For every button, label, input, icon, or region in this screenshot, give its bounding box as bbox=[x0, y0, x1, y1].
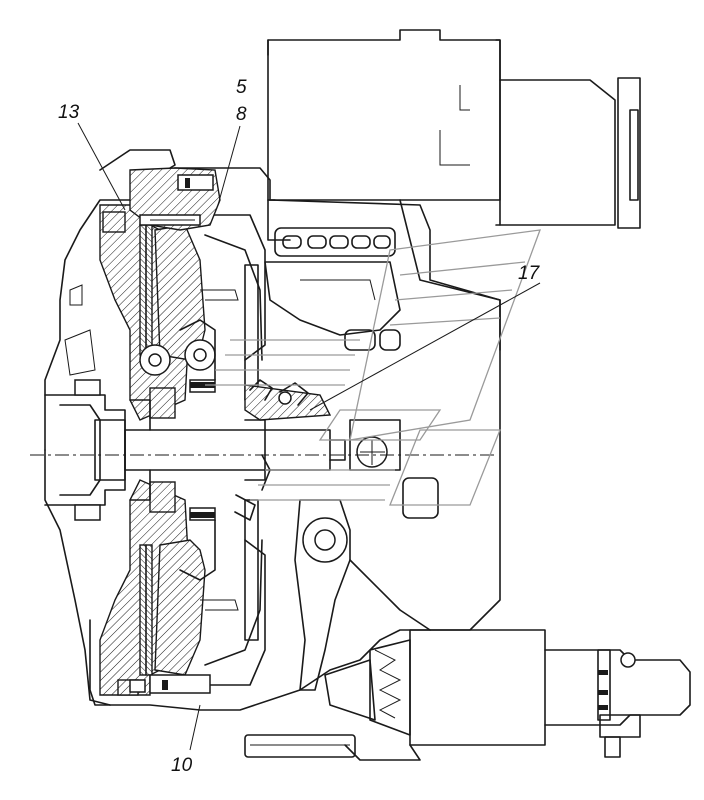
leader-lines bbox=[77, 122, 541, 751]
gearbox-housing bbox=[267, 29, 641, 351]
release-fork bbox=[294, 499, 431, 691]
pneumatic-booster bbox=[244, 629, 691, 761]
release-levers bbox=[139, 319, 216, 581]
callout-10: 10 bbox=[171, 755, 193, 776]
pressure-plate bbox=[154, 224, 206, 676]
cover-bolt-upper bbox=[129, 167, 221, 231]
driven-disc bbox=[139, 224, 153, 676]
watermark-logo bbox=[205, 229, 541, 506]
callout-13: 13 bbox=[58, 102, 80, 123]
cover-bolt-lower bbox=[129, 674, 211, 694]
callout-8: 8 bbox=[236, 104, 247, 125]
callout-5: 5 bbox=[236, 77, 247, 98]
callout-17: 17 bbox=[518, 263, 541, 284]
release-bearing bbox=[234, 379, 332, 521]
callout-labels: 13 5 8 17 10 bbox=[58, 77, 541, 776]
